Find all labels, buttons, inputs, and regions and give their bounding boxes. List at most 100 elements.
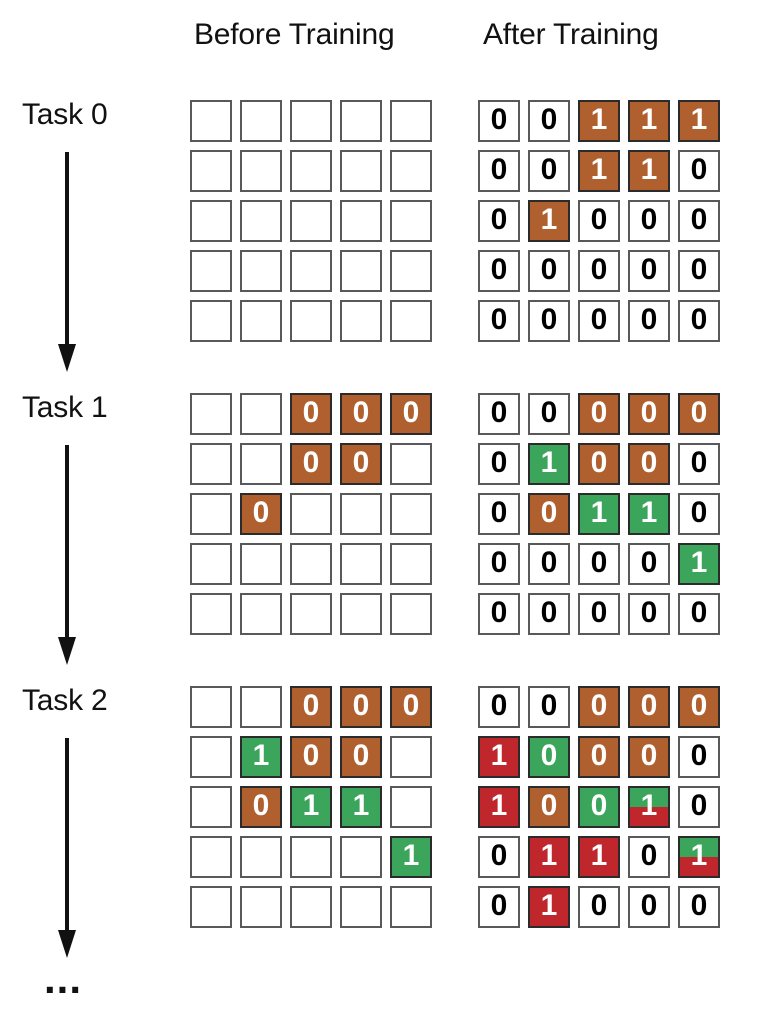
grid-task-1-after-cell-r2-c2: 1 (578, 493, 620, 535)
grid-task-0-before-cell-r0-c1 (240, 100, 282, 142)
cell-value: 0 (590, 303, 608, 336)
grid-task-1-after-cell-r1-c1: 1 (528, 443, 570, 485)
task-label-2: Task 2 (22, 684, 108, 717)
grid-task-1-before-cell-r2-c3 (340, 493, 382, 535)
grid-task-2-after-cell-r1-c4: 0 (678, 736, 720, 778)
grid-task-1-before-cell-r0-c2: 0 (290, 393, 332, 435)
grid-task-1-after-cell-r2-c4: 0 (678, 493, 720, 535)
cell-value: 1 (490, 789, 508, 822)
grid-task-0-before (190, 100, 432, 342)
grid-task-2-before-cell-r2-c2: 1 (290, 786, 332, 828)
cell-value: 0 (302, 689, 320, 722)
grid-task-0-after-cell-r1-c2: 1 (578, 150, 620, 192)
grid-task-2-before-cell-r4-c4 (390, 886, 432, 928)
cell-value: 0 (540, 596, 558, 629)
grid-task-0-after-cell-r1-c3: 1 (628, 150, 670, 192)
cell-value: 0 (352, 689, 370, 722)
grid-task-2-before-cell-r3-c4: 1 (390, 836, 432, 878)
grid-task-2-after-cell-r3-c4: 1 (678, 836, 720, 878)
cell-value: 0 (402, 396, 420, 429)
cell-value: 0 (590, 396, 608, 429)
cell-value: 1 (540, 889, 558, 922)
grid-task-2-after-cell-r3-c3: 0 (628, 836, 670, 878)
grid-task-1-after-cell-r3-c3: 0 (628, 543, 670, 585)
grid-task-0-before-cell-r3-c3 (340, 250, 382, 292)
grid-task-0-before-cell-r2-c1 (240, 200, 282, 242)
cell-value: 1 (490, 739, 508, 772)
grid-task-2-before-cell-r1-c1: 1 (240, 736, 282, 778)
grid-task-1-after-cell-r2-c3: 1 (628, 493, 670, 535)
cell-value: 0 (490, 253, 508, 286)
grid-task-0-before-cell-r0-c0 (190, 100, 232, 142)
grid-task-0-after-cell-r3-c1: 0 (528, 250, 570, 292)
cell-value: 1 (590, 103, 608, 136)
cell-value: 0 (490, 546, 508, 579)
grid-task-2-before-cell-r3-c0 (190, 836, 232, 878)
grid-task-0-before-cell-r1-c4 (390, 150, 432, 192)
grid-task-2-before-cell-r0-c1 (240, 686, 282, 728)
cell-value: 0 (490, 839, 508, 872)
cell-value: 0 (690, 396, 708, 429)
grid-task-2-after-cell-r2-c1: 0 (528, 786, 570, 828)
grid-task-1-after-cell-r4-c1: 0 (528, 593, 570, 635)
column-header-before-training: Before Training (194, 18, 395, 51)
grid-task-0-before-cell-r1-c0 (190, 150, 232, 192)
grid-task-2-after-cell-r0-c2: 0 (578, 686, 620, 728)
task-label-1: Task 1 (22, 391, 108, 424)
grid-task-0-after-cell-r2-c1: 1 (528, 200, 570, 242)
grid-task-1-before-cell-r0-c1 (240, 393, 282, 435)
grid-task-0-before-cell-r4-c4 (390, 300, 432, 342)
cell-value: 0 (690, 596, 708, 629)
cell-value: 0 (540, 153, 558, 186)
grid-task-1-after-cell-r0-c0: 0 (478, 393, 520, 435)
grid-task-2-before-cell-r2-c0 (190, 786, 232, 828)
grid-task-1-after-cell-r3-c1: 0 (528, 543, 570, 585)
grid-task-0-after-cell-r3-c2: 0 (578, 250, 620, 292)
cell-value: 0 (490, 203, 508, 236)
grid-task-2-before-cell-r4-c1 (240, 886, 282, 928)
cell-value: 0 (640, 739, 658, 772)
cell-value: 1 (252, 739, 270, 772)
grid-task-0-before-cell-r1-c2 (290, 150, 332, 192)
cell-value: 0 (540, 739, 558, 772)
grid-task-2-after-cell-r0-c4: 0 (678, 686, 720, 728)
grid-task-2-after-cell-r4-c4: 0 (678, 886, 720, 928)
cell-value: 0 (590, 596, 608, 629)
grid-task-0-before-cell-r2-c3 (340, 200, 382, 242)
grid-task-2-before-cell-r1-c0 (190, 736, 232, 778)
grid-task-0-before-cell-r1-c3 (340, 150, 382, 192)
grid-task-0-after-cell-r0-c0: 0 (478, 100, 520, 142)
cell-value: 0 (352, 396, 370, 429)
cell-value: 0 (640, 839, 658, 872)
grid-task-1-before-cell-r4-c3 (340, 593, 382, 635)
cell-value: 0 (252, 496, 270, 529)
grid-task-1-before-cell-r2-c4 (390, 493, 432, 535)
cell-value: 0 (490, 596, 508, 629)
grid-task-1-after-cell-r2-c0: 0 (478, 493, 520, 535)
cell-value: 1 (690, 546, 708, 579)
grid-task-1-before-cell-r2-c1: 0 (240, 493, 282, 535)
grid-task-1-after-cell-r4-c0: 0 (478, 593, 520, 635)
cell-value: 0 (640, 889, 658, 922)
cell-value: 1 (302, 789, 320, 822)
grid-task-0-before-cell-r1-c1 (240, 150, 282, 192)
grid-task-2-before-cell-r3-c2 (290, 836, 332, 878)
cell-value: 0 (590, 446, 608, 479)
grid-task-1-before-cell-r3-c4 (390, 543, 432, 585)
cell-value: 1 (640, 103, 658, 136)
cell-value: 0 (640, 446, 658, 479)
cell-value: 1 (640, 153, 658, 186)
grid-task-0-before-cell-r3-c4 (390, 250, 432, 292)
cell-value: 0 (352, 446, 370, 479)
grid-task-0-after-cell-r0-c1: 0 (528, 100, 570, 142)
grid-task-0-after-cell-r4-c3: 0 (628, 300, 670, 342)
grid-task-1-before-cell-r0-c0 (190, 393, 232, 435)
cell-value: 0 (252, 789, 270, 822)
cell-value: 0 (302, 396, 320, 429)
cell-value: 0 (540, 303, 558, 336)
cell-value: 1 (540, 839, 558, 872)
